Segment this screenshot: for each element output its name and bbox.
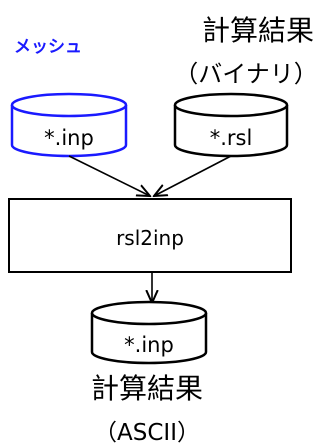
result-ascii-subtitle: （ASCII） (94, 420, 200, 446)
result-binary-title: 計算結果 (202, 14, 314, 47)
output-cylinder: *.inp (90, 300, 208, 365)
result-input-cylinder: *.rsl (173, 92, 289, 158)
mesh-input-cylinder: *.inp (10, 92, 128, 158)
process-box: rsl2inp (8, 198, 292, 273)
output-filename: *.inp (124, 333, 174, 357)
result-binary-subtitle: （バイナリ） (174, 60, 318, 88)
arrow-result-to-process (154, 155, 232, 196)
result-input-filename: *.rsl (210, 126, 253, 150)
arrow-mesh-to-process (68, 155, 150, 196)
mesh-label: メッシュ (14, 37, 82, 57)
mesh-input-filename: *.inp (44, 126, 94, 150)
result-ascii-title: 計算結果 (91, 372, 203, 405)
process-name: rsl2inp (116, 226, 184, 250)
